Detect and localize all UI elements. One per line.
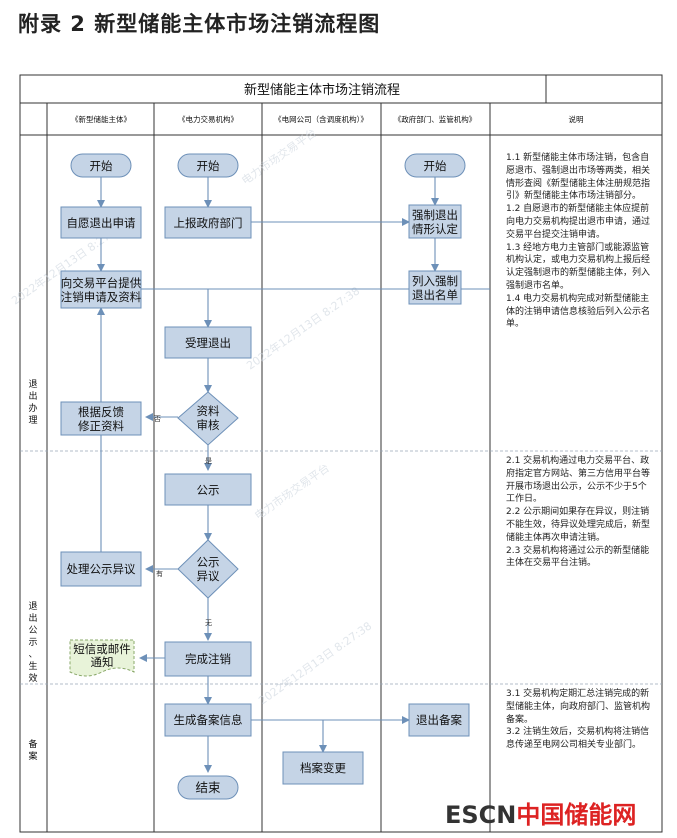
- flow-edges: [97, 177, 490, 773]
- node-report-label: 上报政府部门: [174, 216, 243, 230]
- stage-label: 退出办理: [28, 379, 37, 426]
- watermark: 2022年12月13日 8:27:38: [256, 619, 375, 708]
- node-force-label-2: 情形认定: [412, 222, 458, 236]
- node-list-label-1: 列入强制: [412, 274, 458, 288]
- node-accept-label: 受理退出: [185, 336, 231, 350]
- stage-label: 退出公示、生效: [28, 601, 37, 684]
- node-start-exchange: [177, 153, 239, 178]
- node-filing-gen: [164, 703, 252, 737]
- node-revise-label-1: 根据反馈: [78, 405, 124, 419]
- node-handle: [60, 551, 142, 587]
- watermark: 2022年12月13日 8:27:38: [244, 284, 363, 373]
- node-submit-label-1: 向交易平台提供: [61, 276, 142, 290]
- node-force-label-1: 强制退出: [412, 208, 458, 222]
- node-objection-label-2: 异议: [197, 569, 220, 583]
- node-start-gov-label: 开始: [424, 159, 447, 173]
- brand-logo-right: 中国储能网: [516, 801, 637, 829]
- node-publicize-label: 公示: [197, 483, 220, 497]
- node-accept: [164, 326, 252, 359]
- node-submit: [60, 270, 142, 309]
- nodes: [60, 153, 470, 800]
- edge-label-has: 有: [156, 569, 163, 578]
- lane-header-gov: 《政府部门、监管机构》: [394, 114, 477, 124]
- node-sms-note: [69, 639, 135, 677]
- edge-label-yes: 是: [205, 457, 212, 465]
- note-section-1: 1.1 新型储能主体市场注销，包含自愿退市、强制退出市场等两类，相关情形查阅《新…: [506, 153, 651, 330]
- node-report: [164, 206, 252, 239]
- edge-label-none: 无: [205, 619, 212, 627]
- node-filing-gen-label: 生成备案信息: [174, 713, 243, 727]
- node-force: [408, 204, 462, 239]
- edge-label-no: 否: [154, 415, 161, 423]
- page-title: 附录 2 新型储能主体市场注销流程图: [18, 12, 381, 36]
- node-publicize: [164, 473, 252, 506]
- node-filing-out: [408, 703, 470, 737]
- node-start-storage: [70, 153, 132, 178]
- node-filing-out-label: 退出备案: [416, 713, 462, 727]
- node-submit-label-2: 注销申请及资料: [61, 290, 142, 304]
- node-sms-label-1: 短信或邮件: [73, 642, 131, 656]
- node-end-label: 结束: [195, 780, 221, 795]
- node-sms-label-2: 通知: [91, 655, 114, 669]
- node-list: [408, 270, 462, 305]
- node-complete: [164, 641, 252, 677]
- stage-label: 备案: [28, 738, 37, 762]
- node-objection-label-1: 公示: [197, 555, 220, 569]
- node-archive: [282, 751, 364, 785]
- node-revise: [60, 401, 142, 436]
- node-objection: [177, 539, 239, 599]
- note-section-2: 2.1 交易机构通过电力交易平台、政府指定官方网站、第三方信用平台等开展市场退出…: [506, 456, 651, 569]
- lane-header-notes: 说明: [569, 114, 584, 124]
- node-archive-label: 档案变更: [300, 761, 346, 775]
- node-end: [177, 775, 239, 800]
- lane-header-exchange: 《电力交易机构》: [178, 114, 238, 124]
- node-revise-label-2: 修正资料: [78, 419, 124, 433]
- node-start-storage-label: 开始: [90, 159, 113, 173]
- chart-title: 新型储能主体市场注销流程: [244, 82, 400, 98]
- node-complete-label: 完成注销: [185, 652, 231, 666]
- node-apply: [60, 206, 142, 239]
- note-section-3: 3.1 交易机构定期汇总注销完成的新型储能主体，向政府部门、监管机构备案。 3.…: [506, 689, 651, 751]
- swimlane-grid: [19, 74, 663, 833]
- node-start-exchange-label: 开始: [197, 159, 220, 173]
- brand-logo-left: ESCN: [445, 801, 517, 829]
- watermark: 电力市场交易平台: [252, 461, 332, 523]
- node-review: [177, 391, 239, 446]
- node-apply-label: 自愿退出申请: [67, 216, 136, 230]
- node-handle-label: 处理公示异议: [67, 562, 136, 576]
- lane-header-grid: 《电网公司（含调度机构）》: [274, 114, 368, 124]
- stage-dividers: [20, 450, 662, 685]
- brand-logo: ESCN中国储能网: [445, 795, 636, 830]
- node-start-gov: [404, 153, 466, 178]
- node-list-label-2: 退出名单: [412, 288, 458, 302]
- node-review-label-1: 资料: [197, 404, 220, 418]
- node-review-label-2: 审核: [197, 418, 220, 432]
- lane-header-storage: 《新型储能主体》: [71, 114, 131, 124]
